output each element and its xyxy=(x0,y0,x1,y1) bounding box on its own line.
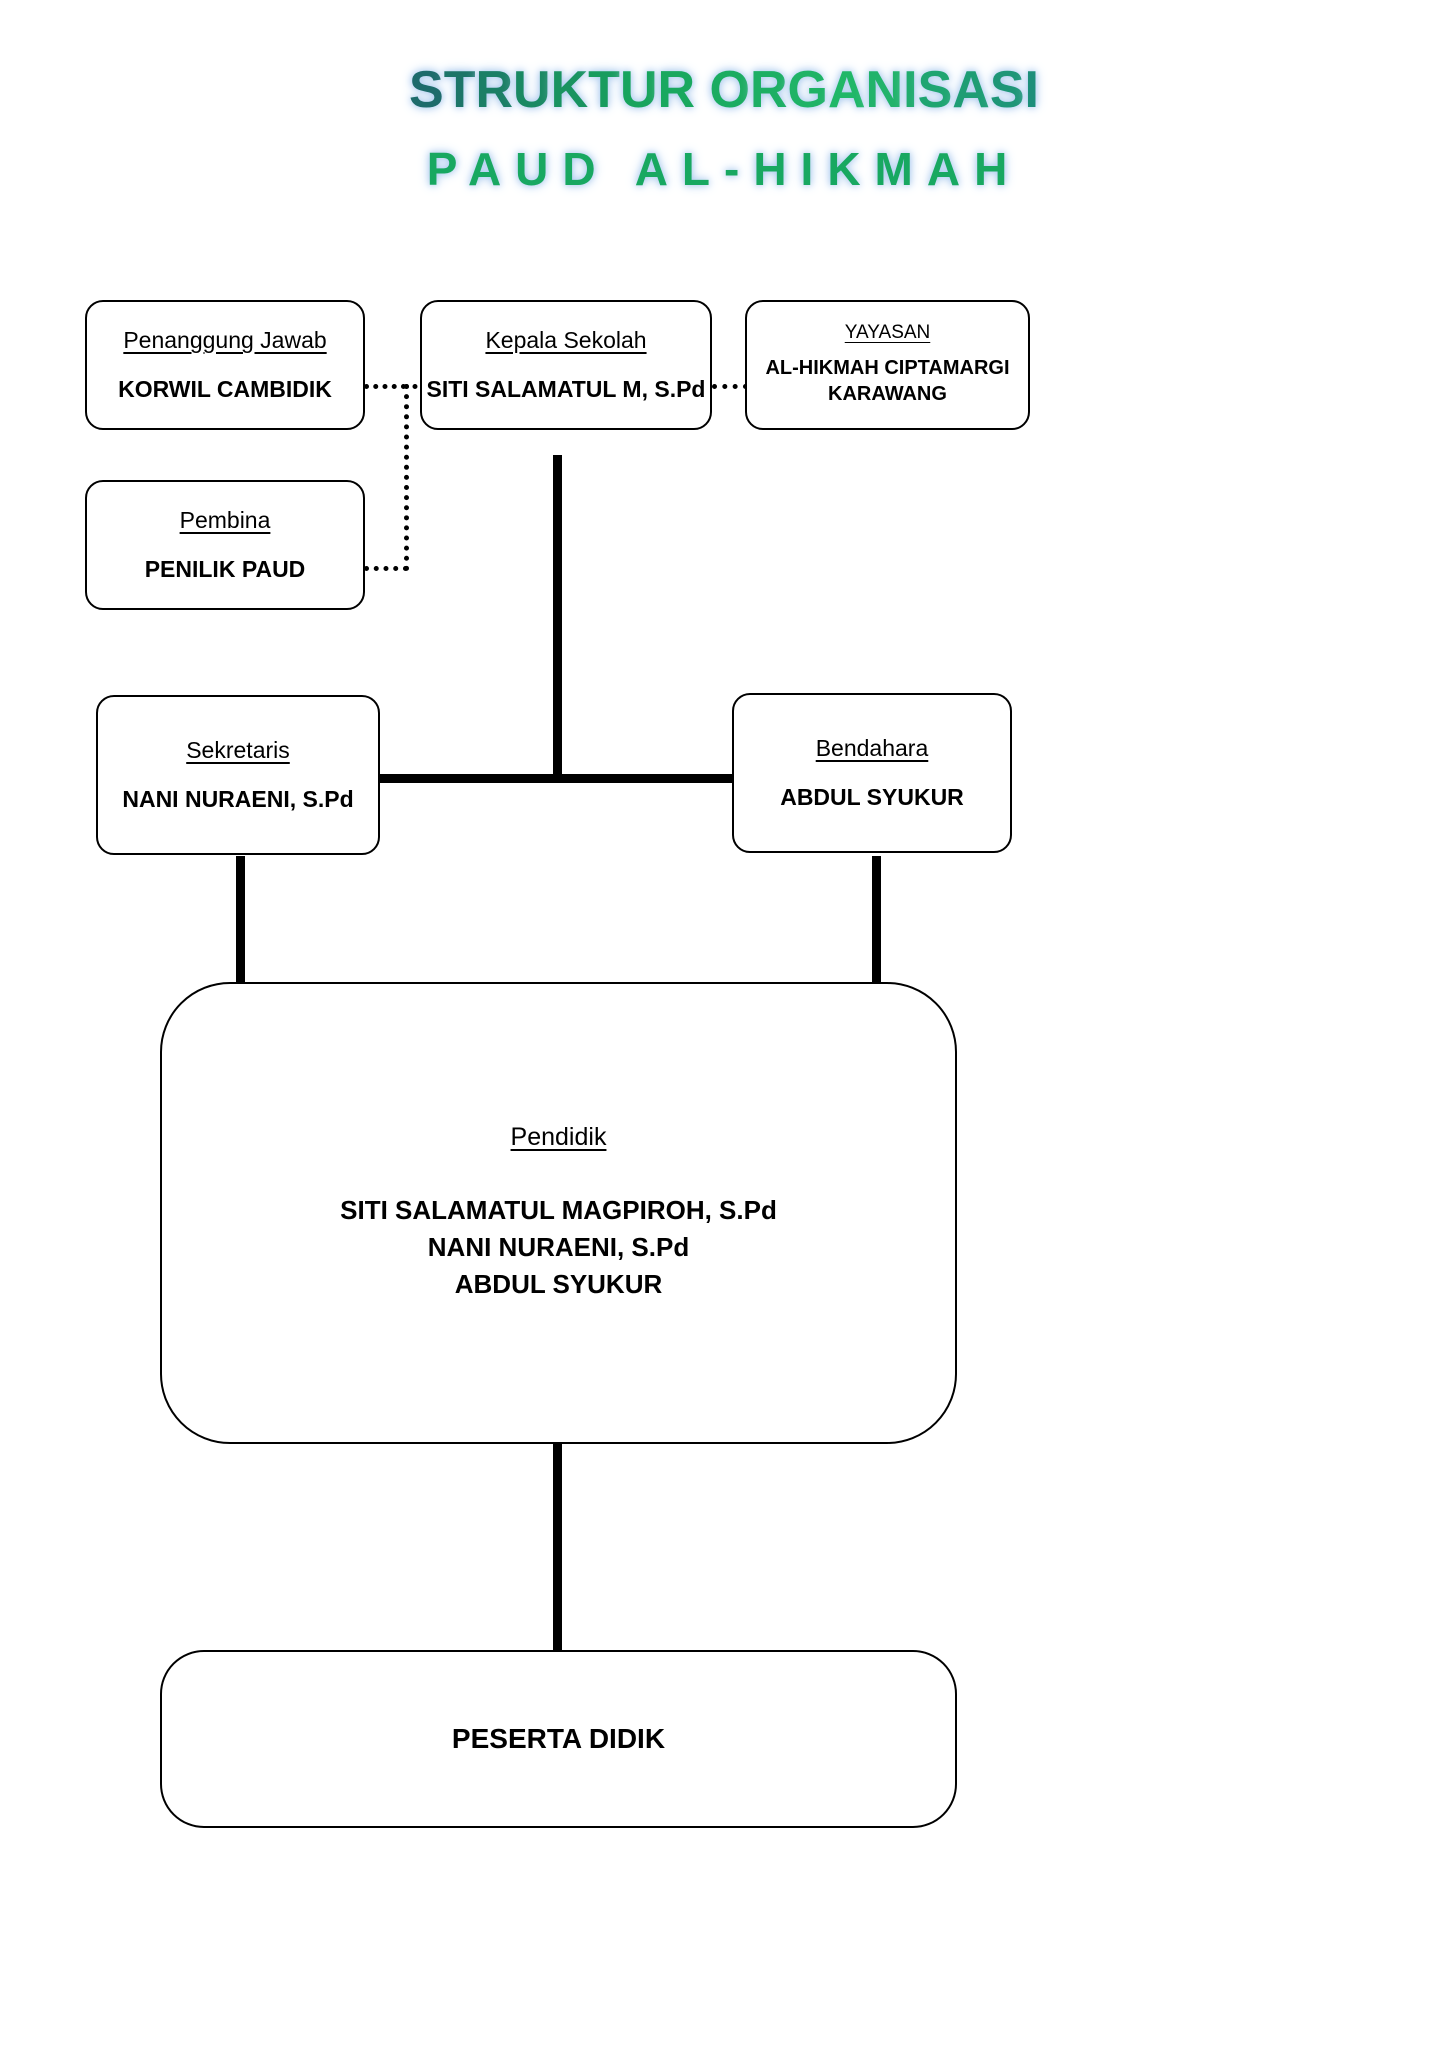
node-yayasan[interactable]: YAYASAN AL-HIKMAH CIPTAMARGI KARAWANG xyxy=(745,300,1030,430)
node-person-name: PESERTA DIDIK xyxy=(451,1723,666,1754)
node-role-label: Pendidik xyxy=(510,1123,607,1152)
node-bendahara[interactable]: Bendahara ABDUL SYUKUR xyxy=(732,693,1012,853)
connector-dotted-left-vertical-trunk xyxy=(404,384,409,571)
connector-sekretaris-to-pendidik xyxy=(236,856,245,984)
chart-title-block: STRUKTUR ORGANISASI PAUD AL-HIKMAH xyxy=(0,60,1448,196)
node-role-label: Sekretaris xyxy=(186,737,290,763)
page-title: STRUKTUR ORGANISASI xyxy=(409,61,1039,119)
node-penanggung-jawab[interactable]: Penanggung Jawab KORWIL CAMBIDIK xyxy=(85,300,365,430)
node-kepala-sekolah[interactable]: Kepala Sekolah SITI SALAMATUL M, S.Pd xyxy=(420,300,712,430)
node-role-label: Penanggung Jawab xyxy=(123,327,327,353)
node-person-name: SITI SALAMATUL M, S.Pd xyxy=(426,376,706,402)
connector-pendidik-to-peserta-didik xyxy=(553,1444,562,1652)
connector-dotted-trunk-to-pembina xyxy=(364,566,408,571)
node-sekretaris[interactable]: Sekretaris NANI NURAENI, S.Pd xyxy=(96,695,380,855)
node-person-name: PENILIK PAUD xyxy=(144,556,306,582)
node-pembina[interactable]: Pembina PENILIK PAUD xyxy=(85,480,365,610)
node-person-name: ABDUL SYUKUR xyxy=(780,784,964,810)
node-role-label: Bendahara xyxy=(815,735,929,761)
connector-secretary-treasurer-bar xyxy=(370,774,748,783)
node-person-name: AL-HIKMAH CIPTAMARGI KARAWANG xyxy=(765,357,1010,405)
page-subtitle: PAUD AL-HIKMAH xyxy=(426,143,1022,195)
connector-bendahara-to-pendidik xyxy=(872,856,881,984)
connector-dotted-kepala-to-yayasan xyxy=(712,384,748,389)
connector-kepala-vertical xyxy=(553,455,562,781)
node-person-name: SITI SALAMATUL MAGPIROH, S.Pd NANI NURAE… xyxy=(340,1195,777,1299)
connector-dotted-trunk-to-kepala xyxy=(404,384,426,389)
node-person-name: NANI NURAENI, S.Pd xyxy=(122,786,354,812)
node-role-label: Kepala Sekolah xyxy=(485,327,647,353)
node-peserta-didik[interactable]: PESERTA DIDIK xyxy=(160,1650,957,1828)
node-person-name: KORWIL CAMBIDIK xyxy=(118,376,332,402)
node-pendidik[interactable]: Pendidik SITI SALAMATUL MAGPIROH, S.Pd N… xyxy=(160,982,957,1444)
node-role-label: Pembina xyxy=(179,507,271,533)
connector-dotted-penanggung-to-trunk xyxy=(364,384,406,389)
node-role-label: YAYASAN xyxy=(844,322,931,344)
